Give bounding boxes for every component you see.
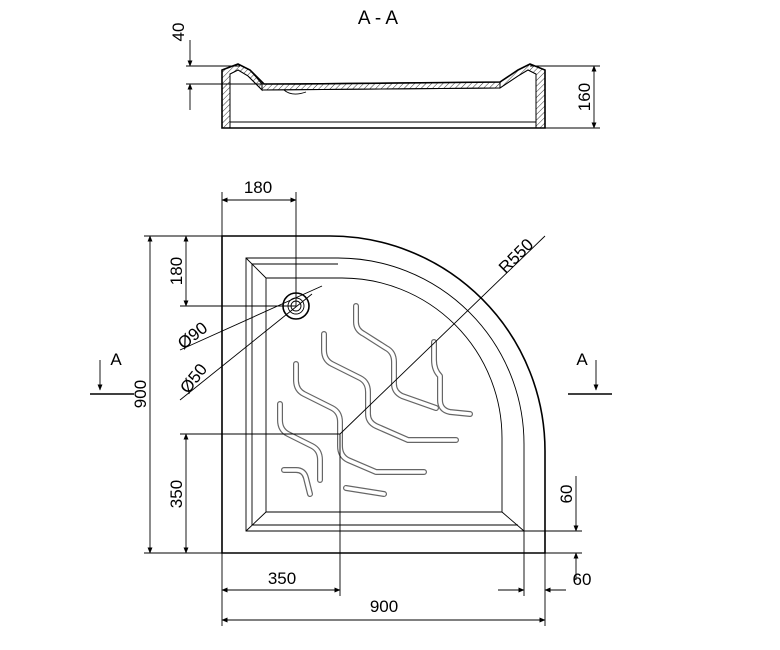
total-height: 900: [131, 380, 150, 408]
side-offset-bottom: 60: [573, 570, 592, 589]
svg-text:A: A: [576, 350, 588, 369]
cut-marker-left: A: [90, 350, 134, 395]
side-offset-right: 60: [557, 485, 576, 504]
plan-view: R550 Ø90 Ø50 180 180 900 350 350 900: [90, 178, 612, 626]
drain-offset-y: 180: [167, 257, 186, 285]
radius-label: R550: [495, 235, 537, 277]
leader-outer-diameter: [179, 285, 323, 351]
tray-rim: [245, 257, 525, 532]
section-rim-depth: 40: [169, 23, 188, 42]
cut-marker-right: A: [568, 350, 612, 395]
section-title: A - A: [358, 8, 398, 29]
section-profile: [221, 63, 546, 129]
section-height: 160: [575, 83, 594, 111]
drain-inner-diameter: Ø50: [176, 360, 211, 397]
section-view: A - A 40 160: [169, 8, 600, 129]
section-left-wall: [221, 63, 263, 129]
radius-line: [339, 235, 546, 435]
tray-basin: [265, 277, 503, 513]
total-width: 900: [370, 597, 398, 616]
anti-slip-grooves: [277, 303, 473, 497]
section-drain: [283, 89, 307, 95]
drain-offset-x: 180: [244, 178, 272, 197]
leader-inner-diameter: [179, 293, 313, 401]
section-right-wall: [499, 63, 546, 129]
section-floor: [261, 81, 501, 91]
section-inner-wall: [229, 69, 537, 123]
drain-outer-diameter: Ø90: [174, 318, 211, 353]
svg-text:A: A: [110, 350, 122, 369]
tray-outline: [221, 235, 546, 554]
corner-height: 350: [167, 480, 186, 508]
corner-width: 350: [268, 569, 296, 588]
